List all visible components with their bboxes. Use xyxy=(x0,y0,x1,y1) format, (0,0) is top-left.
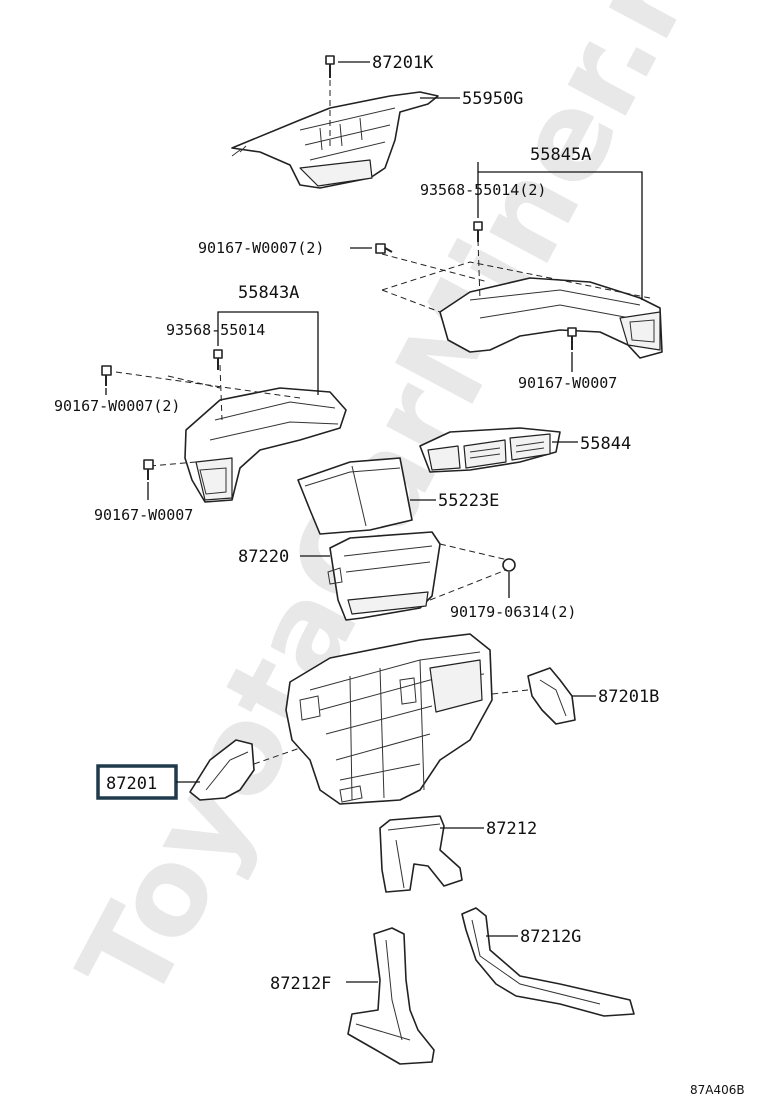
part-55950G[interactable] xyxy=(231,91,439,189)
label-55844: 55844 xyxy=(580,434,631,454)
clip-90179-06314[interactable] xyxy=(502,558,516,572)
label-87201B: 87201B xyxy=(598,687,659,707)
heater-unit-assembly xyxy=(285,633,493,805)
label-87212G: 87212G xyxy=(520,927,581,947)
label-55950G: 55950G xyxy=(462,89,523,109)
bolt-90167-W0007-top[interactable] xyxy=(375,243,393,254)
label-87201K: 87201K xyxy=(372,53,434,73)
screw-93568-55014-left[interactable] xyxy=(213,349,223,370)
bolt-90167-W0007-left-top[interactable] xyxy=(101,365,112,386)
part-87220[interactable] xyxy=(327,531,441,621)
bolt-90167-W0007-right[interactable] xyxy=(567,327,577,350)
bolt-90167-W0007-left-bottom[interactable] xyxy=(143,459,154,480)
part-87201B[interactable] xyxy=(527,667,576,725)
label-90167-W0007-left: 90167-W0007 xyxy=(94,506,193,524)
label-93568-55014-2: 93568-55014(2) xyxy=(420,181,546,199)
label-90167-W0007-2-left: 90167-W0007(2) xyxy=(54,397,180,415)
part-55843A[interactable] xyxy=(184,387,347,503)
label-90179-06314-2: 90179-06314(2) xyxy=(450,603,576,621)
label-55843A: 55843A xyxy=(238,283,299,303)
label-90167-W0007-2-top: 90167-W0007(2) xyxy=(198,239,324,257)
part-87212G[interactable] xyxy=(461,907,635,1017)
bolt-87201K[interactable] xyxy=(325,55,335,78)
label-55845A: 55845A xyxy=(530,145,591,165)
label-93568-55014: 93568-55014 xyxy=(166,321,265,339)
label-55223E: 55223E xyxy=(438,491,499,511)
part-87212F[interactable] xyxy=(347,927,435,1065)
label-90167-W0007-right: 90167-W0007 xyxy=(518,374,617,392)
screw-93568-55014-top[interactable] xyxy=(473,221,483,242)
part-55223E[interactable] xyxy=(297,457,413,535)
part-87212[interactable] xyxy=(379,815,463,893)
label-87212F: 87212F xyxy=(270,974,331,994)
label-87201: 87201 xyxy=(106,774,157,794)
part-55844[interactable] xyxy=(419,427,561,473)
diagram-code: 87A406B xyxy=(690,1083,745,1097)
part-87201[interactable] xyxy=(189,739,255,801)
label-87212: 87212 xyxy=(486,819,537,839)
label-87220: 87220 xyxy=(238,547,289,567)
